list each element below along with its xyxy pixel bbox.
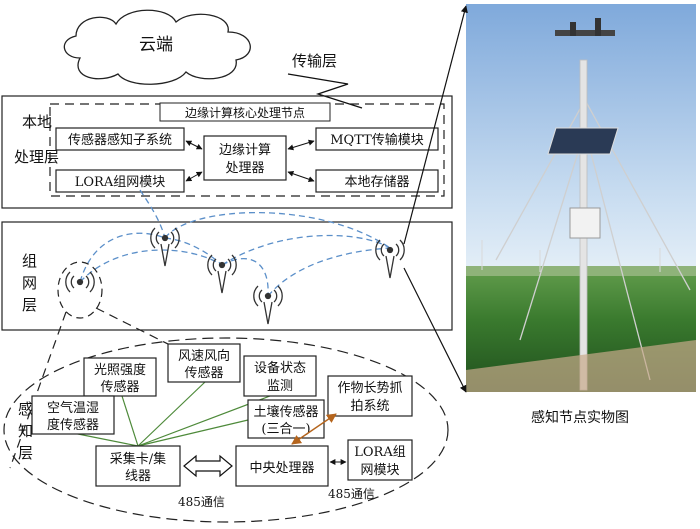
local-lora-box: LORA组网模块 [75,175,165,190]
antenna-icon [253,285,283,325]
local-layer-label-1: 本地 [22,113,52,131]
air-sensor-box-1: 空气温湿 [47,400,99,416]
antenna-icon [150,227,180,267]
light-sensor-box-2: 传感器 [100,379,139,395]
network-layer-label-2: 网 [22,274,37,292]
device-status-box-1: 设备状态 [254,360,306,376]
cloud-label: 云端 [139,35,173,55]
sensing-lora-box-1: LORA组 [354,445,405,460]
antenna-icon [207,254,237,294]
photo-pointer-top [403,5,468,245]
crop-link-arrow [291,413,337,445]
sensor-subsystem-box: 传感器感知子系统 [68,132,172,148]
network-layer-label-1: 组 [22,252,37,270]
wind-sensor-box-2: 传感器 [184,365,223,381]
photo-caption: 感知节点实物图 [531,409,629,426]
network-layer-frame [1,221,453,331]
transport-lightning [287,73,363,109]
wireless-node-icons [65,227,405,325]
collector-box-2: 线器 [125,469,151,484]
collector-box-1: 采集卡/集 [110,451,166,467]
local-layer-label-2: 处理层 [14,148,59,166]
sensing-layer-frame [3,337,449,523]
light-sensor-box-1: 光照强度 [94,362,146,378]
transport-layer-label: 传输层 [292,52,337,70]
sensing-layer-label-2: 知 [18,422,33,440]
cloud-node: 云端 [63,9,251,85]
rs485-double-arrow [183,454,233,478]
sensing-node-antenna-icon [65,271,95,293]
cpu-box: 中央处理器 [249,461,314,476]
antenna-icon [375,239,405,279]
soil-sensor-box-1: 土壤传感器 [253,404,318,420]
photo-pointer-bottom [403,267,467,393]
edge-core-title: 边缘计算核心处理节点 [185,105,305,120]
rs485-label-left: 485通信 [178,495,225,509]
edge-processor-box-1: 边缘计算 [219,143,271,158]
soil-sensor-box-2: (三合一) [261,422,310,437]
wireless-links [79,189,391,297]
sensing-node-photo [466,4,696,392]
storage-box: 本地存储器 [344,175,409,190]
edge-processor-box-2: 处理器 [225,161,264,176]
wind-sensor-box-1: 风速风向 [178,348,230,364]
local-layer-arrows [185,139,315,183]
sensing-node-highlight [57,261,103,319]
network-layer-label-3: 层 [22,296,37,314]
rs485-label-right: 485通信 [328,487,375,501]
sensing-layer-label-3: 层 [18,444,33,462]
local-layer-frame [1,95,453,209]
crop-capture-box-2: 拍系统 [350,399,389,414]
air-sensor-box-2: 度传感器 [47,417,99,433]
mqtt-box: MQTT传输模块 [330,132,424,148]
sensing-lora-box-2: 网模块 [360,463,399,478]
device-status-box-2: 监测 [267,379,293,394]
sensing-layer-label-1: 感 [18,400,33,418]
crop-capture-box-1: 作物长势抓 [337,380,402,396]
